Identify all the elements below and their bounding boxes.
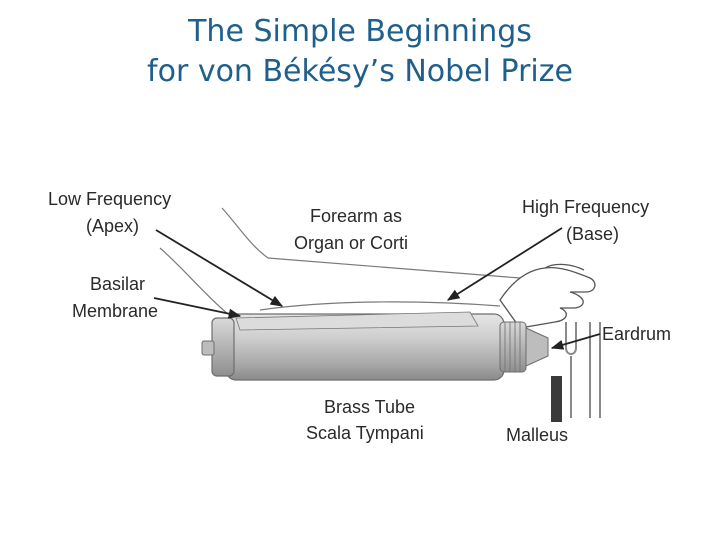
label-scala-tympani: Scala Tympani [306, 423, 424, 443]
arrow-eardrum [550, 333, 601, 350]
label-membrane: Membrane [72, 301, 158, 321]
diagram-labels: Low Frequency (Apex) Basilar Membrane Fo… [48, 189, 671, 445]
arrow-low-frequency [155, 229, 284, 307]
slide-title: The Simple Beginnings for von Békésy’s N… [0, 12, 720, 92]
malleus-rod [551, 376, 562, 422]
label-apex: (Apex) [86, 216, 139, 236]
tuning-fork [565, 322, 601, 418]
tube-threaded-end [499, 321, 527, 373]
label-base: (Base) [566, 224, 619, 244]
label-malleus: Malleus [506, 425, 568, 445]
label-forearm: Forearm as [310, 206, 402, 226]
eardrum-cone [525, 327, 549, 367]
pointer-arrows [153, 227, 601, 350]
arrow-high-frequency [446, 227, 563, 301]
label-organ-of-corti: Organ or Corti [294, 233, 408, 253]
tube-left-cap [211, 317, 235, 377]
label-low-frequency: Low Frequency [48, 189, 171, 209]
forearm-outline [159, 207, 521, 315]
title-line-2: for von Békésy’s Nobel Prize [147, 54, 573, 89]
tube-left-nub [201, 340, 215, 356]
label-eardrum: Eardrum [602, 324, 671, 344]
title-line-1: The Simple Beginnings [188, 14, 532, 49]
hand-illustration [499, 263, 596, 329]
label-basilar: Basilar [90, 274, 145, 294]
arrow-basilar-membrane [153, 297, 242, 319]
label-high-frequency: High Frequency [522, 197, 649, 217]
label-brass-tube: Brass Tube [324, 397, 415, 417]
basilar-membrane-slit [235, 311, 479, 331]
brass-tube [201, 311, 549, 381]
